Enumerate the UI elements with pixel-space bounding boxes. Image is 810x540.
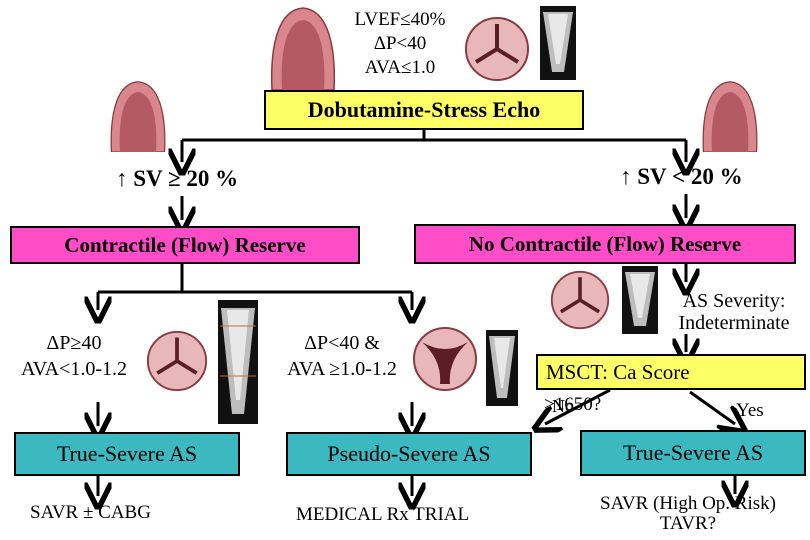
treatment-medical-trial: MEDICAL Rx TRIAL <box>296 504 470 525</box>
as-severity-text: AS Severity: Indeterminate <box>660 290 808 334</box>
criteria-ava: AVA≤1.0 <box>364 57 436 78</box>
doppler-image-right <box>622 266 658 334</box>
msct-threshold: >1650? <box>544 394 602 415</box>
criteria-ava-lt: AVA<1.0-1.2 <box>20 358 128 380</box>
aortic-valve-icon-top <box>465 17 529 81</box>
treatment-savr-tavr: SAVR (High Op. Risk) TAVR? <box>566 494 810 534</box>
as-severity-value: Indeterminate <box>678 312 790 334</box>
criteria-gradient-lt-40: ΔP<40 & <box>304 332 380 354</box>
criteria-lvef: LVEF≤40% <box>354 9 446 30</box>
sv-increase-lt-20-label: ↑ SV < 20 % <box>620 164 743 189</box>
no-contractile-reserve-box: No Contractile (Flow) Reserve <box>414 224 796 264</box>
heart-icon-right <box>702 81 758 152</box>
criteria-gradient: ΔP<40 <box>373 33 427 54</box>
criteria-gradient-ge-40: ΔP≥40 <box>46 332 102 354</box>
dobutamine-stress-echo-box: Dobutamine-Stress Echo <box>264 90 584 130</box>
aortic-valve-icon-pseudo <box>413 327 477 391</box>
treatment-tavr: TAVR? <box>659 513 717 534</box>
doppler-image-pseudo <box>486 330 518 406</box>
heart-icon-left <box>110 81 166 152</box>
true-severe-as-box-right: True-Severe AS <box>580 430 806 476</box>
heart-icon-top <box>270 7 336 90</box>
doppler-image-true <box>218 300 258 424</box>
criteria-ava-ge: AVA ≥1.0-1.2 <box>287 358 397 380</box>
contractile-reserve-box: Contractile (Flow) Reserve <box>10 226 360 264</box>
sv-increase-ge-20-label: ↑ SV ≥ 20 % <box>116 166 239 191</box>
branch-no-label: No <box>552 396 574 416</box>
msct-ca-score-box: MSCT: Ca Score <box>536 354 806 390</box>
as-severity-label: AS Severity: <box>682 290 786 312</box>
aortic-valve-icon-right <box>550 270 610 330</box>
pseudo-severe-as-box: Pseudo-Severe AS <box>286 432 532 476</box>
true-severe-as-box-left: True-Severe AS <box>14 432 240 476</box>
branch-yes-label: Yes <box>736 400 764 421</box>
treatment-savr-high-risk: SAVR (High Op. Risk) <box>600 493 776 514</box>
treatment-savr-cabg: SAVR ± CABG <box>30 502 151 523</box>
pseudo-severe-criteria: ΔP<40 & AVA ≥1.0-1.2 <box>270 330 414 382</box>
doppler-image-top <box>540 6 576 80</box>
top-criteria: LVEF≤40% ΔP<40 AVA≤1.0 <box>340 8 460 80</box>
aortic-valve-icon-true <box>146 330 208 392</box>
true-severe-criteria: ΔP≥40 AVA<1.0-1.2 <box>2 330 146 382</box>
